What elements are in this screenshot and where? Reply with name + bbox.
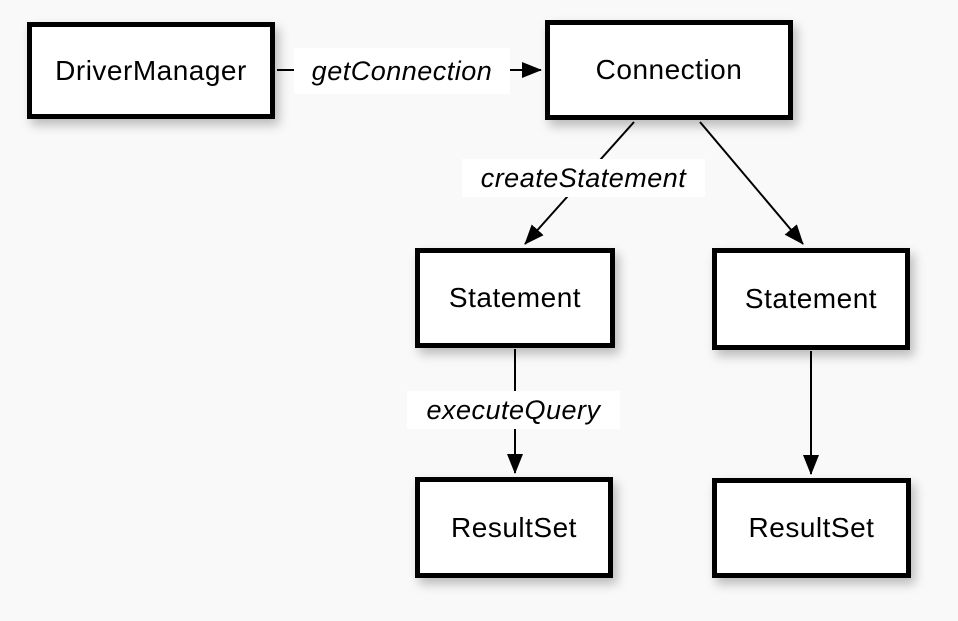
node-statement-right-label: Statement [744, 283, 878, 314]
edge-label-getconnection: getConnection [294, 48, 510, 94]
edge-connection-to-statement-right-arrow [699, 121, 804, 245]
node-resultset-right: ResultSet [712, 478, 911, 578]
node-drivermanager: DriverManager [27, 22, 275, 119]
node-drivermanager-label: DriverManager [55, 54, 247, 86]
node-statement-left-label: Statement [448, 282, 582, 313]
edge-label-createstatement: createStatement [462, 159, 705, 197]
node-statement-left: Statement [415, 248, 615, 348]
node-resultset-right-label: ResultSet [748, 512, 875, 543]
node-connection-label: Connection [595, 54, 743, 85]
node-resultset-left: ResultSet [415, 477, 613, 578]
node-resultset-left-label: ResultSet [451, 511, 577, 543]
node-connection: Connection [545, 20, 793, 120]
node-statement-right: Statement [712, 248, 910, 350]
edge-label-executequery: executeQuery [407, 391, 620, 429]
